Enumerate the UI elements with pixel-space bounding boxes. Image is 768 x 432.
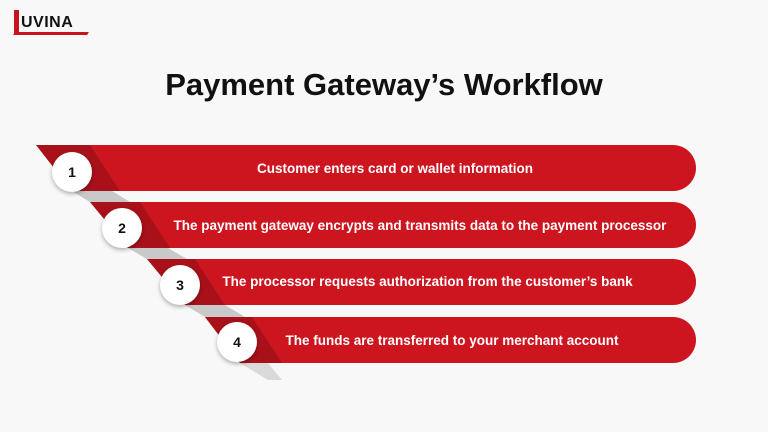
logo-text: UVINA	[21, 14, 74, 31]
step-bar: The payment gateway encrypts and transmi…	[173, 217, 667, 233]
step-number-badge: 4	[217, 322, 257, 362]
step-bar: Customer enters card or wallet informati…	[256, 160, 534, 176]
page-title: Payment Gateway’s Workflow	[165, 67, 603, 102]
luvina-logo: UVINA	[13, 10, 89, 38]
step-bar: The processor requests authorization fro…	[222, 273, 633, 289]
step-bar: The funds are transferred to your mercha…	[285, 332, 619, 348]
step-number-badge: 2	[102, 208, 142, 248]
logo-l-vertical	[14, 10, 19, 34]
step-number-badge: 3	[160, 265, 200, 305]
step-number-badge: 1	[52, 152, 92, 192]
